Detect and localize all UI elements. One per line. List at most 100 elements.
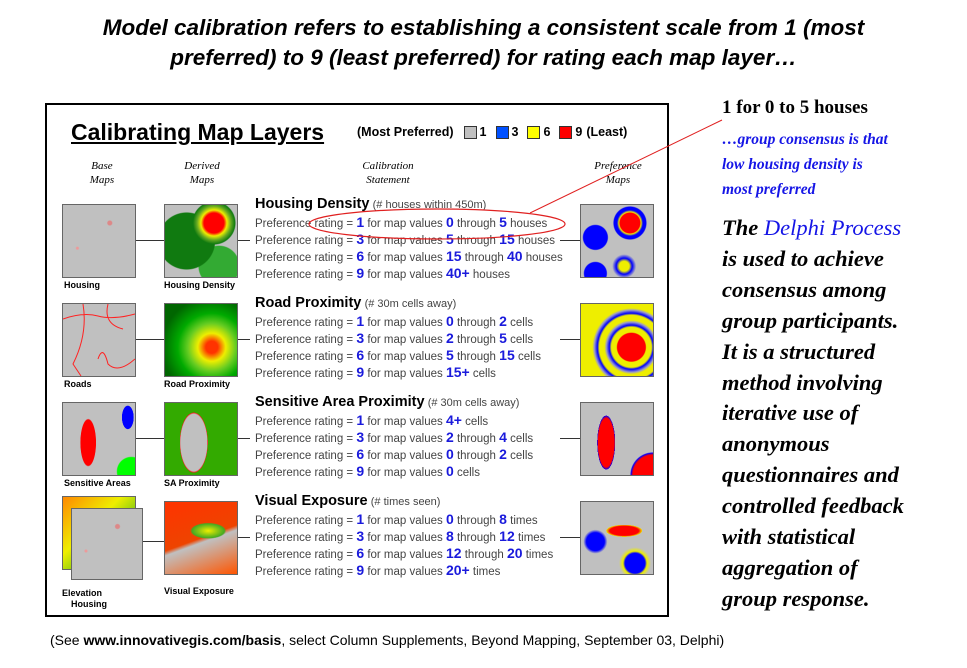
rating-value: 3 (356, 429, 365, 445)
unit: cells (510, 450, 534, 462)
range-start: 20+ (445, 562, 470, 578)
derived-map-caption: Housing Density (164, 280, 236, 290)
delphi-line: group participants. (722, 307, 899, 333)
range-start: 2 (445, 330, 454, 346)
legend-swatch (463, 125, 477, 139)
range-start: 4+ (445, 412, 462, 428)
rating-value: 3 (356, 330, 365, 346)
delphi-line: is used to achieve (722, 245, 884, 271)
delphi-process-term: Delphi Process (763, 215, 902, 240)
rating-value: 9 (356, 463, 365, 479)
layer-heading: Visual Exposure (255, 493, 368, 509)
delphi-line: questionnaires and (722, 462, 899, 488)
range-end: 5 (499, 330, 507, 346)
calibration-statement: Sensitive Area Proximity (# 30m cells aw… (255, 394, 533, 480)
legend-label: 1 (479, 125, 487, 139)
range-start: 5 (445, 347, 454, 363)
rating-value: 3 (356, 528, 365, 544)
footer-url[interactable]: www.innovativegis.com/basis (83, 632, 282, 648)
range-end: 40 (506, 248, 523, 264)
rating-value: 1 (356, 214, 365, 230)
derived-map-caption: Road Proximity (164, 379, 231, 389)
layer-heading: Road Proximity (255, 295, 362, 311)
calibration-statement: Visual Exposure (# times seen) Preferenc… (255, 493, 553, 579)
unit: cells (456, 467, 480, 479)
delphi-line: It is a structured (722, 338, 876, 364)
base-map-caption-2: Housing (71, 599, 107, 609)
range-start: 15 (445, 248, 462, 264)
rating-line: Preference rating = 9 for map values 20+… (255, 562, 501, 578)
unit: houses (510, 218, 548, 230)
rating-value: 6 (356, 446, 365, 462)
derived-map-thumbnail (164, 501, 238, 575)
rating-line: Preference rating = 3 for map values 8 t… (255, 528, 546, 544)
delphi-line: controlled feedback (722, 493, 904, 519)
rating-line: Preference rating = 1 for map values 0 t… (255, 313, 534, 329)
delphi-line: iterative use of (722, 400, 859, 426)
rating-line: Preference rating = 6 for map values 5 t… (255, 347, 541, 363)
rating-line: Preference rating = 6 for map values 15 … (255, 248, 563, 264)
base-map-thumbnail (62, 402, 136, 476)
unit: cells (465, 416, 489, 428)
delphi-line: aggregation of (722, 554, 858, 580)
legend-swatch (495, 125, 509, 139)
calibration-statement: Road Proximity (# 30m cells away) Prefer… (255, 295, 541, 381)
preference-map-thumbnail (580, 501, 654, 575)
callout-ellipse (308, 208, 566, 240)
range-end: 20 (506, 545, 523, 561)
range-end: 15 (499, 231, 515, 247)
preference-map-thumbnail (580, 303, 654, 377)
delphi-line: with statistical (722, 524, 856, 550)
rating-line: Preference rating = 1 for map values 0 t… (255, 214, 548, 230)
rating-value: 9 (356, 562, 365, 578)
delphi-line: method involving (722, 369, 883, 395)
unit: times (517, 532, 546, 544)
rating-value: 6 (356, 248, 365, 264)
delphi-line: group response. (722, 585, 870, 611)
range-start: 0 (445, 511, 454, 527)
rating-value: 3 (356, 231, 365, 247)
unit: houses (517, 235, 556, 247)
layer-row: Sensitive Areas SA Proximity Sensitive A… (47, 394, 667, 496)
unit-note: (# times seen) (370, 496, 441, 508)
rating-value: 6 (356, 347, 365, 363)
range-start: 2 (445, 429, 454, 445)
calibration-statement: Housing Density (# houses within 450m) P… (255, 196, 563, 282)
housing-map-thumbnail (71, 508, 143, 580)
rating-line: Preference rating = 6 for map values 12 … (255, 545, 554, 561)
legend-most: (Most Preferred) (357, 125, 454, 139)
range-end: 2 (499, 446, 507, 462)
unit: cells (510, 433, 534, 445)
base-map-thumbnail (62, 204, 136, 278)
range-start: 8 (445, 528, 454, 544)
range-end: 5 (499, 214, 507, 230)
slide-title-line-1: Model calibration refers to establishing… (102, 15, 865, 40)
preference-map-thumbnail (580, 402, 654, 476)
unit-note: (# houses within 450m) (372, 199, 487, 211)
base-map-caption: Housing (64, 280, 100, 290)
delphi-line: consensus among (722, 276, 887, 302)
rating-line: Preference rating = 3 for map values 2 t… (255, 429, 534, 445)
range-start: 0 (445, 214, 454, 230)
unit: cells (517, 351, 541, 363)
layer-heading: Sensitive Area Proximity (255, 394, 425, 410)
layer-row: Housing Housing Density Housing Density … (47, 196, 667, 298)
preference-map-thumbnail (580, 204, 654, 278)
derived-map-caption: Visual Exposure (164, 586, 234, 596)
derived-map-thumbnail (164, 204, 238, 278)
base-map-caption: Sensitive Areas (64, 478, 131, 488)
layer-row: Roads Road Proximity Road Proximity (# 3… (47, 295, 667, 397)
rating-value: 1 (356, 511, 365, 527)
unit: houses (472, 269, 510, 281)
range-start: 0 (445, 313, 454, 329)
base-map-caption: Elevation (62, 588, 103, 598)
derived-map-caption: SA Proximity (164, 478, 220, 488)
range-end: 2 (499, 313, 507, 329)
rating-line: Preference rating = 3 for map values 2 t… (255, 330, 534, 346)
rating-line: Preference rating = 1 for map values 4+ … (255, 412, 489, 428)
unit: houses (525, 252, 563, 264)
unit-note: (# 30m cells away) (364, 298, 457, 310)
